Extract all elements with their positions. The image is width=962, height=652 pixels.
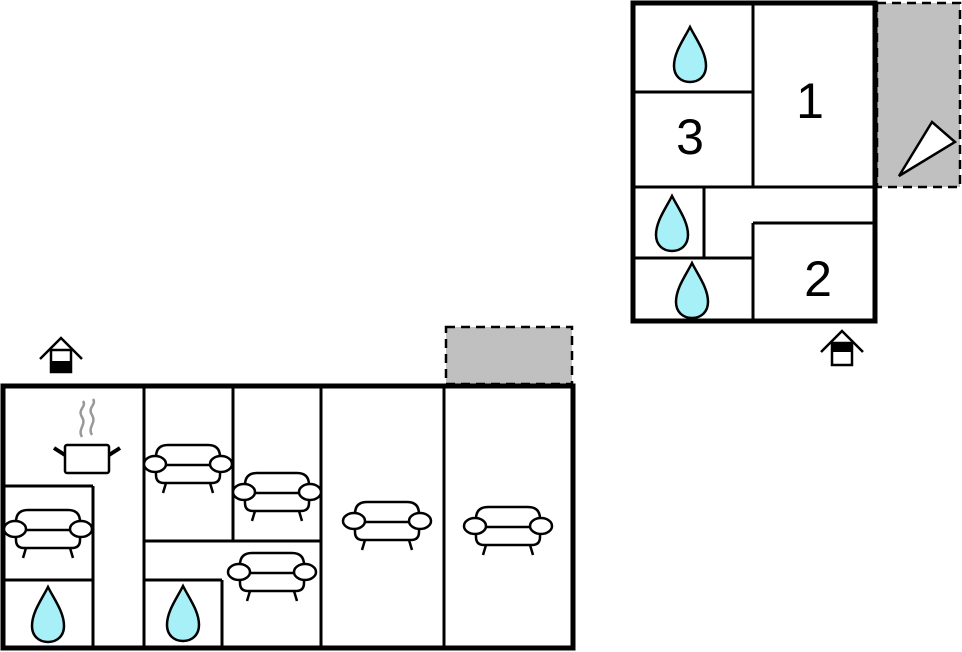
terrace xyxy=(444,325,574,386)
interior-walls xyxy=(633,3,875,321)
sofa-icon xyxy=(226,551,318,603)
water-drop-icon xyxy=(654,194,690,253)
kitchen-pot-icon xyxy=(52,398,122,475)
interior-walls xyxy=(3,386,446,648)
room-label-1: 1 xyxy=(796,73,824,129)
sofa-icon xyxy=(341,500,433,552)
water-drop-icon xyxy=(165,584,201,643)
sofa-icon xyxy=(2,508,94,560)
sofa-icon xyxy=(142,443,234,495)
room-label-3: 3 xyxy=(676,109,704,165)
sofa-icon xyxy=(462,505,554,557)
entrance-icon xyxy=(39,336,83,374)
water-drop-icon xyxy=(30,585,66,644)
water-drop-icon xyxy=(672,25,708,84)
upper-floor: 1 2 3 xyxy=(630,0,962,367)
lower-floor xyxy=(0,325,576,651)
sofa-icon xyxy=(231,471,323,523)
water-drop-icon xyxy=(674,261,710,320)
outer-wall xyxy=(0,383,576,651)
sun-lounger-icon xyxy=(897,120,958,178)
room-label-2: 2 xyxy=(804,251,832,307)
entrance-icon xyxy=(820,329,864,367)
